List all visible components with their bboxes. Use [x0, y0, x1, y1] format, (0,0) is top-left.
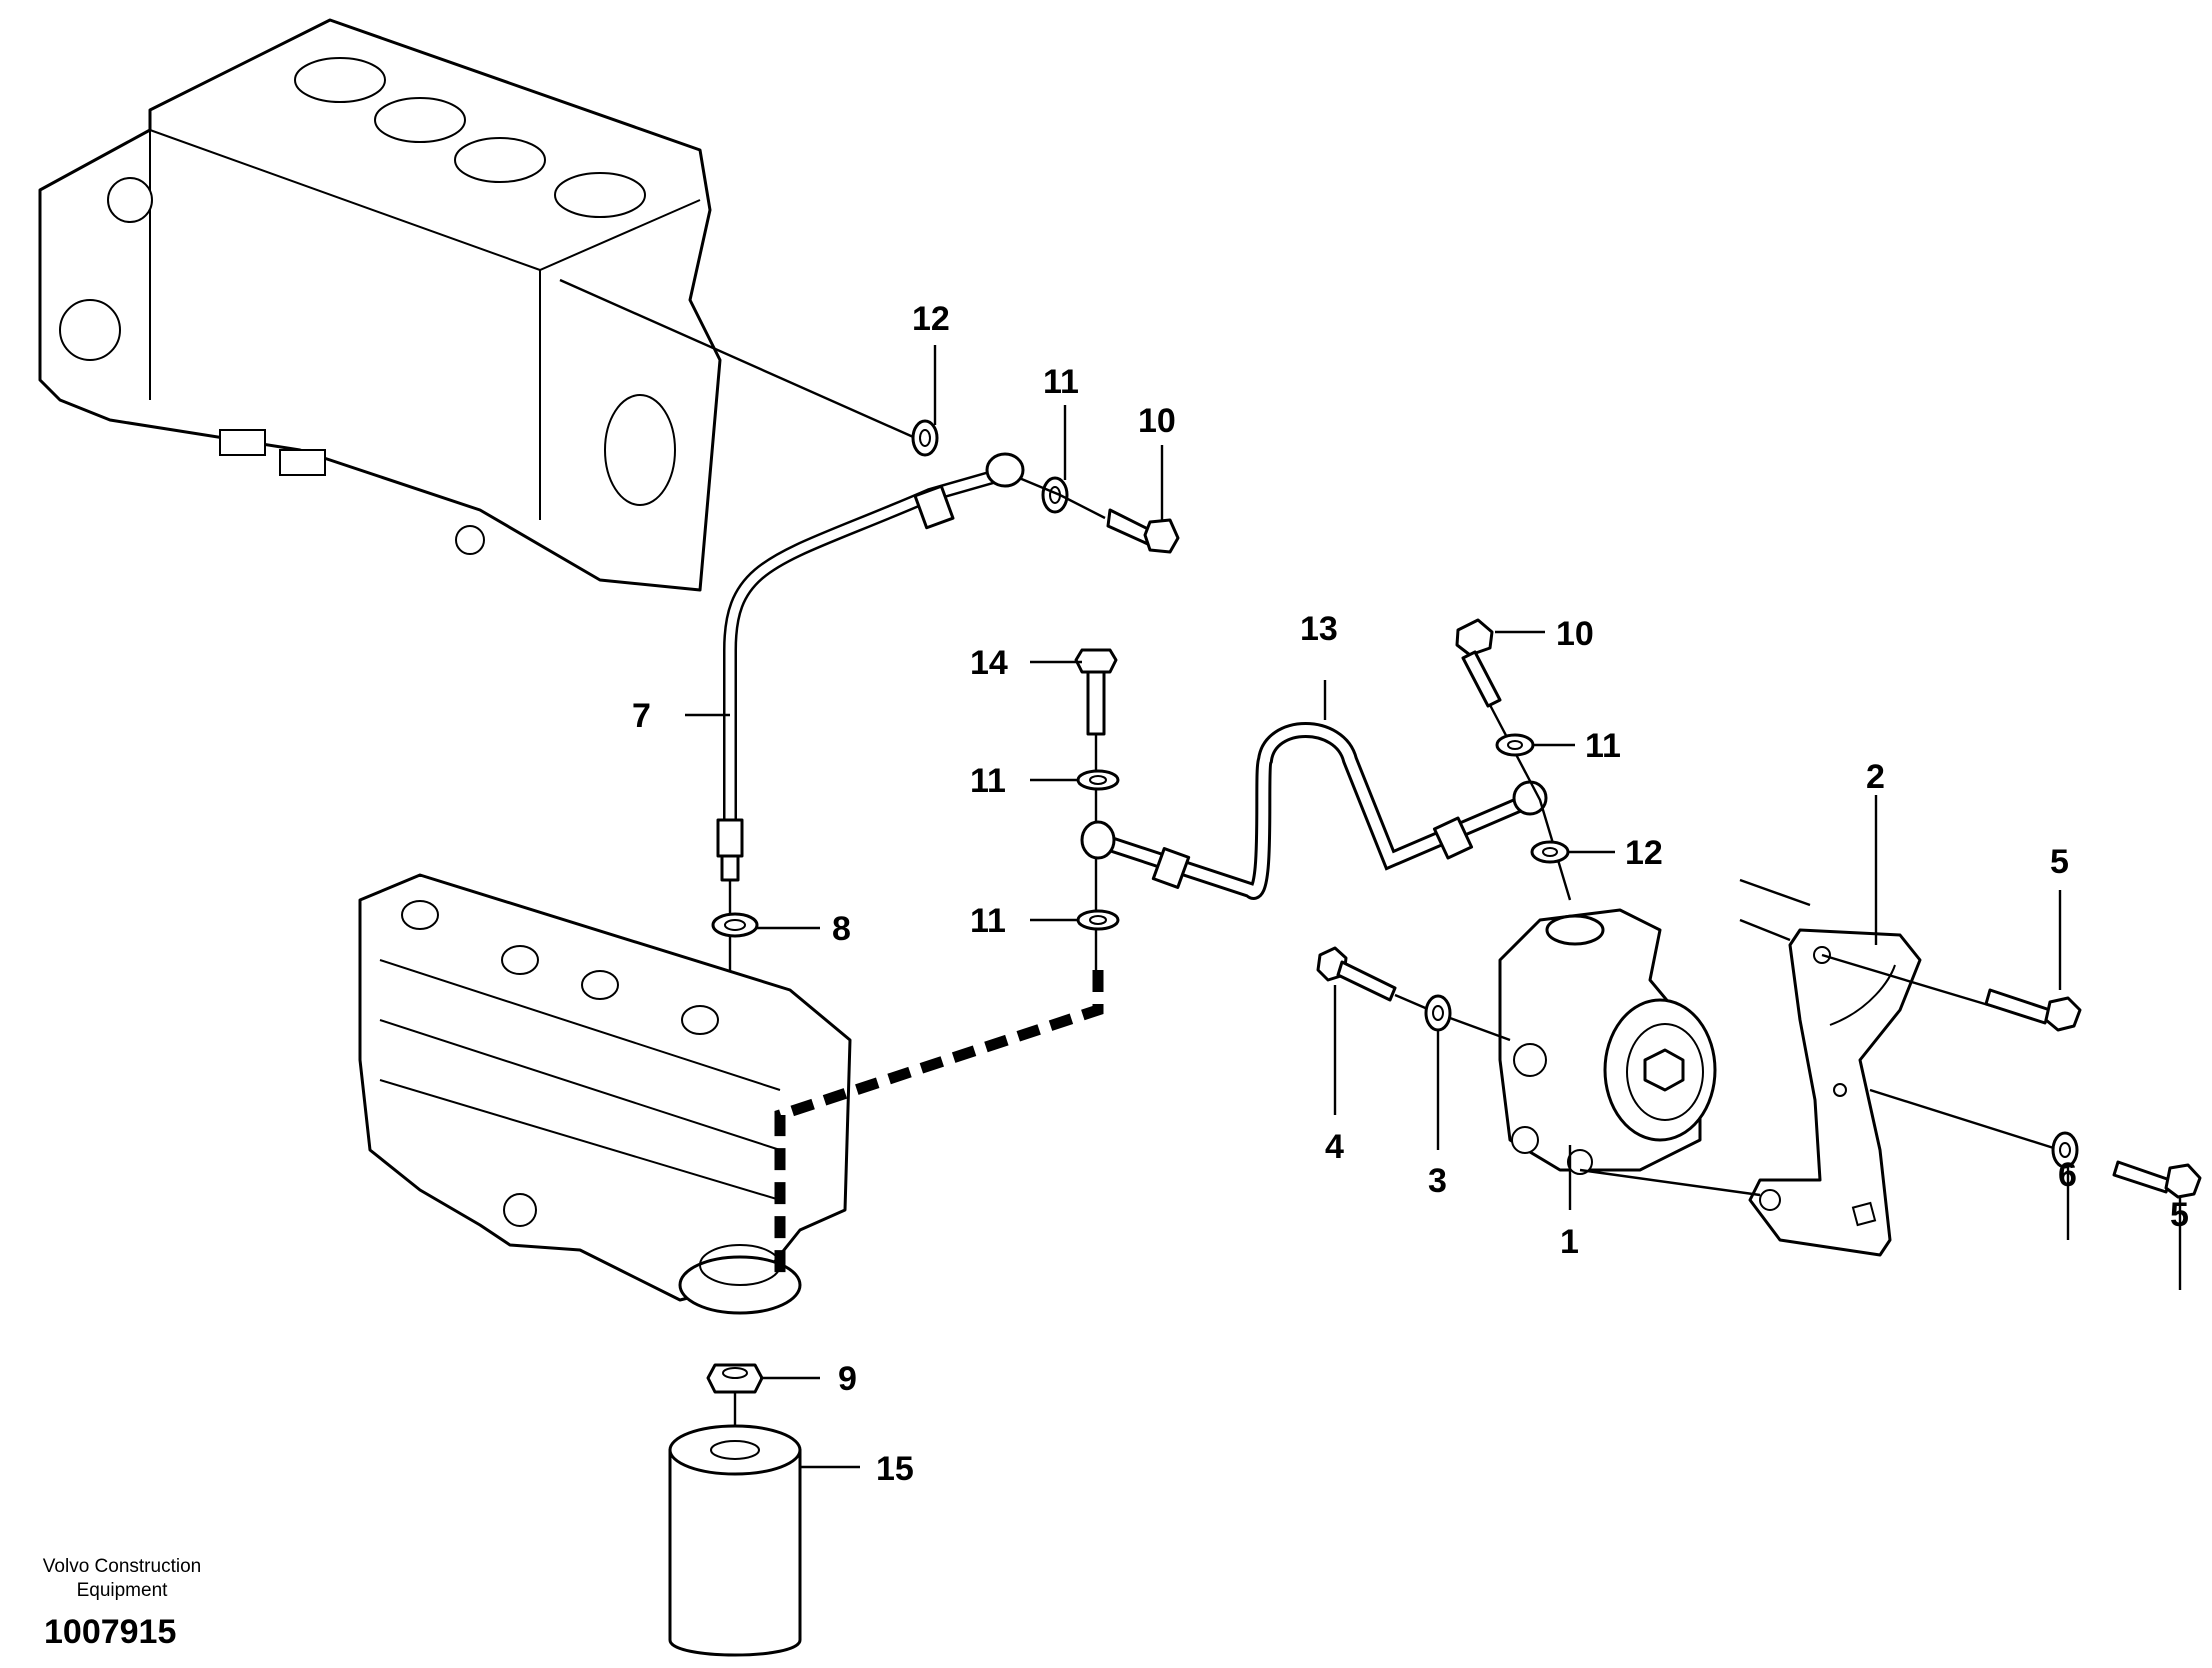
bolt-10-upper	[1106, 508, 1180, 554]
callout-labels: 12 11 10 7 8 9 15 14 11 11 13 10 11 12 2…	[632, 300, 2189, 1488]
brand-logo: Volvo Construction Equipment	[22, 1555, 222, 1603]
callout-12-right: 12	[1625, 834, 1663, 872]
callout-5-lower: 5	[2170, 1196, 2189, 1234]
nut-9	[706, 1363, 764, 1394]
callout-11-middle-b: 11	[970, 902, 1006, 940]
callout-13: 13	[1300, 610, 1338, 648]
callout-4: 4	[1325, 1128, 1344, 1166]
bolt-5-upper	[1984, 988, 2082, 1032]
document-number: 1007915	[44, 1613, 177, 1651]
washer-11-right	[1495, 733, 1535, 757]
washer-11-upper	[1041, 476, 1069, 514]
callout-11-right: 11	[1585, 727, 1621, 765]
callout-11-middle-a: 11	[970, 762, 1006, 800]
callout-10-upper: 10	[1138, 402, 1176, 440]
callout-6: 6	[2058, 1156, 2077, 1194]
bolt-10-right	[1455, 618, 1502, 708]
washer-12-right	[1530, 840, 1570, 864]
washer-3	[1424, 994, 1452, 1032]
callout-14: 14	[970, 644, 1008, 682]
callout-12-upper: 12	[912, 300, 950, 338]
washer-6	[2051, 1131, 2079, 1169]
bolt-5-lower	[2112, 1160, 2202, 1199]
filter-head	[358, 873, 852, 1315]
pipe-13	[1080, 722, 1548, 900]
washer-11-middle-b	[1076, 909, 1120, 931]
callout-15: 15	[876, 1450, 914, 1488]
callout-leaders	[685, 345, 2182, 1469]
callout-1: 1	[1560, 1223, 1579, 1261]
filter-adapter-1	[1498, 908, 1717, 1175]
callout-11-upper: 11	[1043, 363, 1079, 401]
callout-2: 2	[1866, 758, 1885, 796]
return-line-dashed	[774, 970, 1104, 1280]
callout-8: 8	[832, 910, 851, 948]
callout-7: 7	[632, 697, 651, 735]
callout-9: 9	[838, 1360, 857, 1398]
brand-line-1: Volvo Construction	[42, 1556, 202, 1577]
leader-block-to-washer	[559, 278, 921, 442]
washer-8	[711, 912, 759, 938]
bracket-2	[1748, 928, 1922, 1257]
pipe-7	[716, 452, 1025, 882]
washer-11-middle-a	[1076, 769, 1120, 791]
bolt-4	[1316, 946, 1397, 1002]
oil-filter-15	[668, 1424, 802, 1657]
washer-12-upper	[911, 419, 939, 457]
callout-3: 3	[1428, 1162, 1447, 1200]
callout-10-right: 10	[1556, 615, 1594, 653]
engine-block	[38, 18, 722, 592]
callout-5-upper: 5	[2050, 843, 2069, 881]
brand-line-2: Equipment	[76, 1580, 168, 1601]
